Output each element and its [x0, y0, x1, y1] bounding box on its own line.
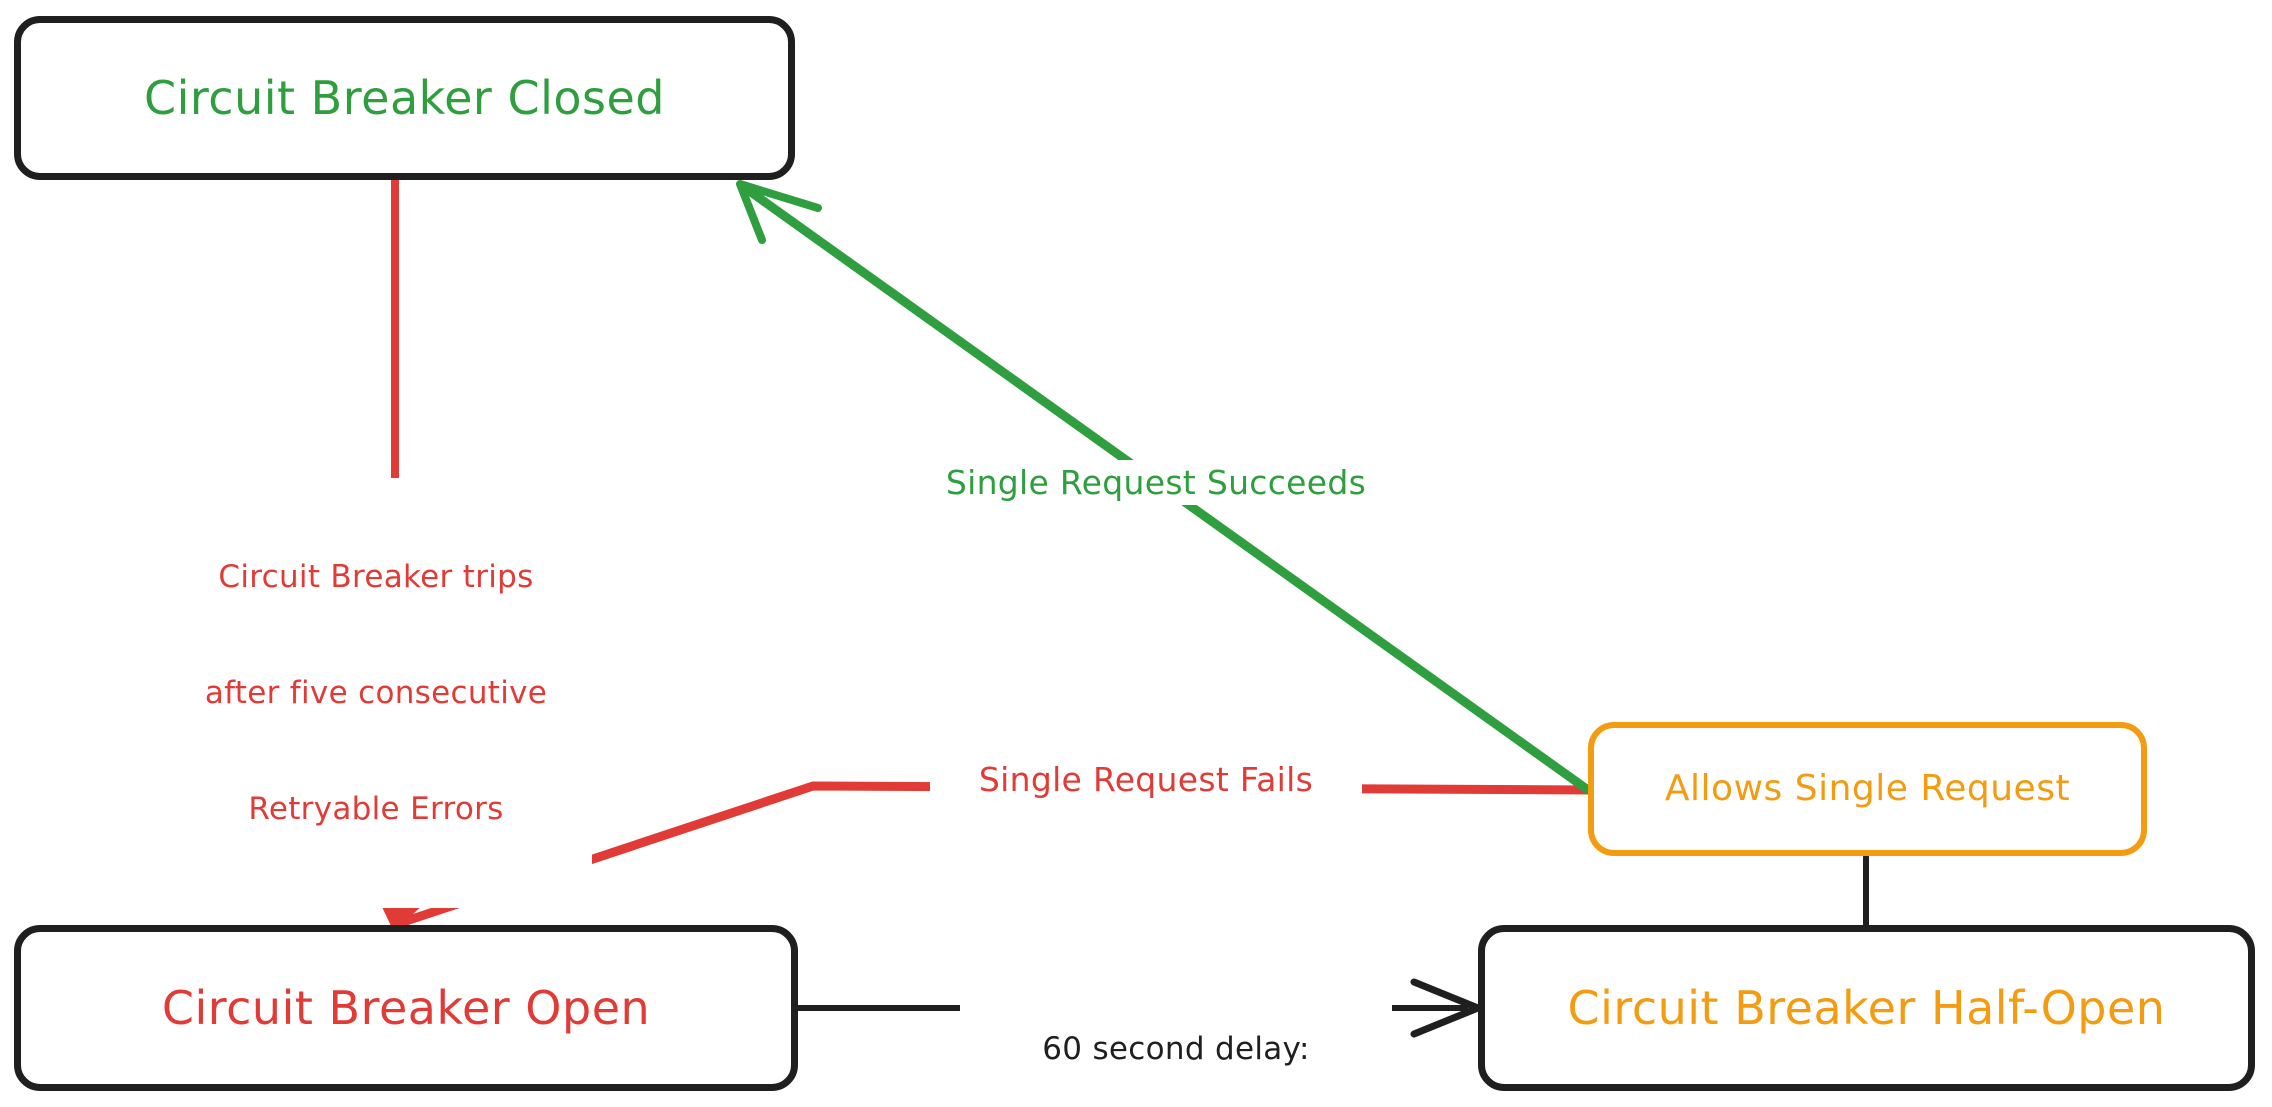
edge-label-single-request-succeeds: Single Request Succeeds [900, 460, 1412, 506]
node-label-closed: Circuit Breaker Closed [144, 70, 665, 125]
edge-label-circuit-breaker-trips: Circuit Breaker trips after five consecu… [160, 478, 592, 909]
edge-label-trips-line3: Retryable Errors [248, 791, 504, 827]
node-circuit-breaker-open[interactable]: Circuit Breaker Open [14, 925, 798, 1091]
edge-label-trips-line2: after five consecutive [204, 674, 548, 711]
node-allows-single-request[interactable]: Allows Single Request [1588, 722, 2147, 856]
edge-label-trips-line1: Circuit Breaker trips [218, 558, 534, 595]
node-label-half-open: Circuit Breaker Half-Open [1567, 980, 2166, 1035]
edge-label-delay-line1: 60 second delay: [1042, 1030, 1310, 1067]
edge-label-sixty-second-delay: 60 second delay: No requests allowed [960, 950, 1392, 1107]
edge-label-single-request-fails: Single Request Fails [930, 757, 1362, 803]
node-circuit-breaker-closed[interactable]: Circuit Breaker Closed [14, 16, 795, 180]
node-circuit-breaker-half-open[interactable]: Circuit Breaker Half-Open [1478, 925, 2255, 1091]
node-label-allows-single-request: Allows Single Request [1664, 768, 2071, 810]
node-label-open: Circuit Breaker Open [161, 980, 651, 1035]
